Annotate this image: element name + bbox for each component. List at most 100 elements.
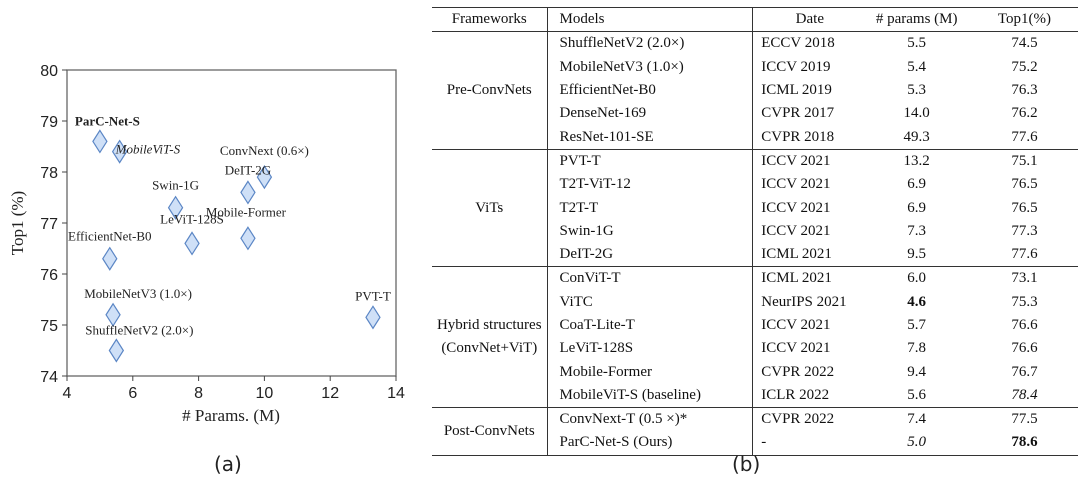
data-point-marker	[102, 246, 118, 271]
date-cell: NeurIPS 2021	[761, 293, 847, 310]
data-point-label: PVT-T	[355, 288, 391, 303]
model-cell: ShuffleNetV2 (2.0×)	[547, 31, 754, 56]
top1-cell: 77.6	[1011, 128, 1038, 145]
top1-cell: 75.3	[1011, 293, 1038, 310]
model-cell: DeIT-2G	[547, 242, 754, 267]
y-tick-label: 76	[40, 267, 58, 284]
data-point-marker	[111, 139, 128, 164]
data-point-label: MobileViT-S	[115, 142, 181, 157]
top1-cell: 76.7	[1011, 363, 1038, 380]
model-cell: CoaT-Lite-T	[547, 313, 754, 338]
date-cell: -	[761, 434, 767, 451]
y-axis-label: Top1 (%)	[8, 191, 27, 255]
params-cell: 5.5	[907, 35, 927, 52]
framework-label: Hybrid structures	[436, 317, 542, 334]
model-cell: ConViT-T	[547, 266, 754, 291]
top1-cell: 75.1	[1011, 152, 1038, 169]
date-cell: ICML 2019	[761, 82, 832, 99]
params-cell: 6.9	[907, 176, 927, 193]
params-cell: 7.8	[907, 340, 927, 357]
header-top1: Top1(%)	[997, 11, 1052, 28]
top1-cell: 76.3	[1011, 82, 1038, 99]
params-cell: 5.0	[907, 434, 927, 451]
y-tick-label: 74	[40, 369, 58, 386]
date-cell: ICCV 2021	[761, 317, 831, 333]
params-cell: 7.3	[907, 222, 927, 239]
model-cell: ConvNext-T (0.5 ×)*	[547, 407, 754, 432]
model-cell: MobileViT-S (baseline)	[547, 383, 754, 408]
framework-sublabel: (ConvNet+ViT)	[441, 340, 538, 357]
data-point-label: Swin-1G	[152, 178, 199, 193]
params-cell: 5.7	[907, 317, 927, 333]
date-cell: ICCV 2019	[761, 58, 831, 75]
model-cell: T2T-ViT-12	[547, 173, 754, 197]
framework-label: Pre-ConvNets	[446, 82, 532, 99]
top1-cell: 77.6	[1011, 246, 1038, 263]
x-axis-label: # Params. (M)	[182, 406, 280, 425]
data-point-marker	[167, 195, 184, 220]
top1-cell: 78.6	[1011, 434, 1038, 451]
data-point-marker	[256, 164, 273, 190]
top1-cell: 73.1	[1011, 270, 1038, 287]
model-cell: DenseNet-169	[547, 102, 754, 126]
header-frameworks: Frameworks	[432, 7, 548, 32]
x-tick-label: 6	[128, 385, 137, 402]
y-tick-label: 80	[40, 63, 58, 80]
params-cell: 6.9	[907, 199, 927, 216]
data-point-marker	[108, 338, 125, 363]
date-cell: ICML 2021	[761, 246, 832, 263]
top1-cell: 74.5	[1011, 35, 1038, 52]
params-cell: 5.3	[907, 82, 927, 99]
table-row: DeIT-2G ICML 2021 9.5 77.6	[432, 242, 1078, 267]
model-cell: PVT-T	[547, 149, 754, 174]
framework-cell: ViTs	[432, 149, 548, 267]
x-tick-label: 8	[194, 385, 203, 402]
params-cell: 4.6	[907, 293, 927, 310]
date-cell: ICLR 2022	[761, 386, 830, 403]
params-cell: 49.3	[903, 128, 930, 145]
date-cell: ICCV 2021	[761, 340, 831, 357]
params-cell: 7.4	[907, 411, 927, 428]
framework-cell: Pre-ConvNets	[432, 31, 548, 150]
top1-cell: 78.4	[1011, 386, 1038, 403]
params-cell: 9.4	[907, 363, 927, 380]
data-point-label: LeViT-128S	[160, 211, 224, 226]
top1-cell: 76.6	[1011, 317, 1038, 333]
params-cell: 6.0	[907, 270, 927, 287]
framework-label: Post-ConvNets	[443, 422, 535, 439]
framework-cell: Hybrid structures (ConvNet+ViT)	[432, 266, 548, 408]
params-cell: 9.5	[907, 246, 927, 263]
y-tick-label: 77	[40, 216, 58, 233]
x-tick-label: 14	[387, 385, 405, 402]
framework-label: ViTs	[475, 199, 504, 216]
data-point-marker	[184, 231, 200, 256]
params-cell: 5.4	[907, 58, 927, 75]
data-point-label: DeIT-2G	[225, 162, 271, 177]
comparison-table: Frameworks Models Date # params (M) Top1…	[432, 7, 1078, 456]
params-cell: 14.0	[903, 105, 930, 122]
top1-cell: 77.5	[1011, 411, 1038, 428]
data-point-label: ShuffleNetV2 (2.0×)	[85, 323, 193, 338]
date-cell: CVPR 2022	[761, 363, 835, 380]
date-cell: CVPR 2017	[761, 105, 835, 122]
model-cell: MobileNetV3 (1.0×)	[547, 55, 754, 79]
data-point-label: ConvNext (0.6×)	[220, 143, 309, 158]
data-point-marker	[105, 302, 121, 327]
x-tick-label: 12	[321, 385, 339, 402]
x-tick-label: 10	[256, 385, 274, 402]
date-cell: ICML 2021	[761, 270, 832, 287]
